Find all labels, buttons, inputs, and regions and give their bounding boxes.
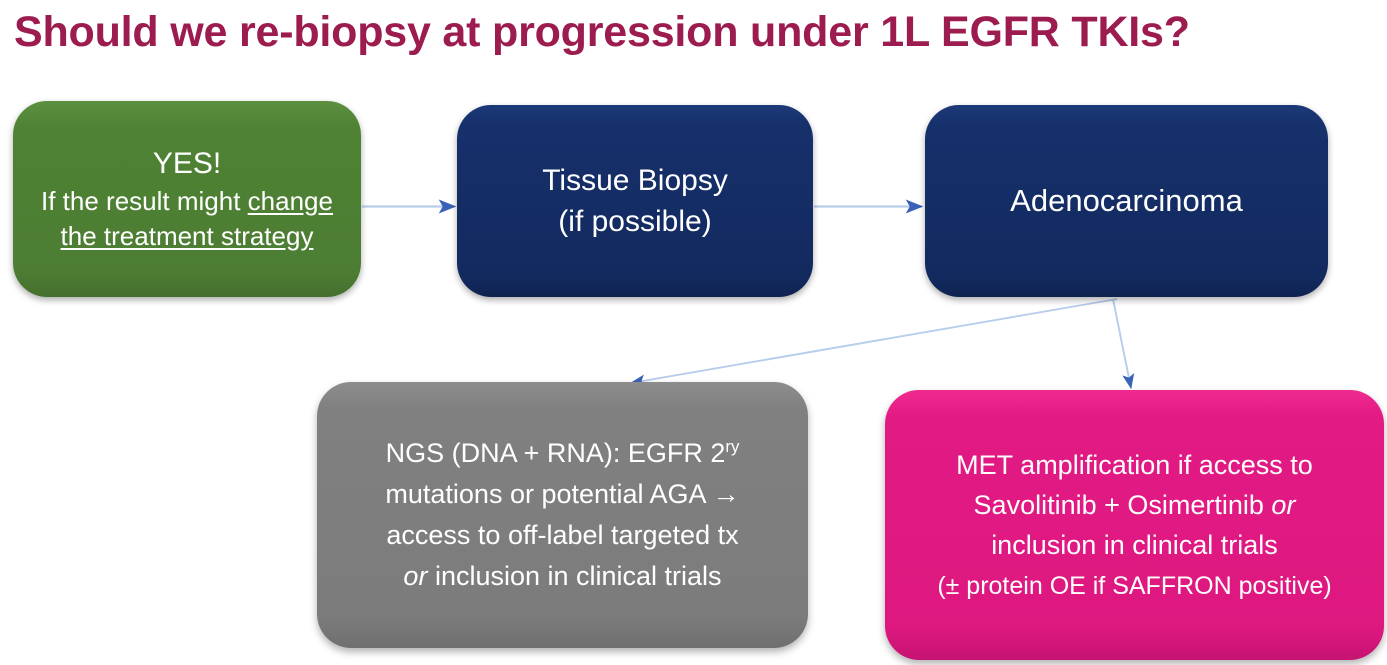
met-amplification-box[interactable]: MET amplification if access to Savolitin… <box>885 390 1384 660</box>
yes-decision-box[interactable]: YES! If the result might change the treat… <box>13 101 361 297</box>
ngs-line-3: access to off-label targeted tx <box>386 520 739 550</box>
ngs-line-1: NGS (DNA + RNA): EGFR 2 <box>385 438 726 468</box>
yes-subtext-underlined-1: change <box>247 186 333 216</box>
yes-subtext: If the result might change the treatment … <box>27 184 347 254</box>
ngs-superscript-ry: ry <box>725 437 740 456</box>
yes-headline: YES! <box>152 147 222 180</box>
tissue-biopsy-line-1: Tissue Biopsy <box>542 164 728 197</box>
ngs-panel-box[interactable]: NGS (DNA + RNA): EGFR 2ry mutations or p… <box>317 382 808 648</box>
met-line-2: Savolitinib + Osimertinib <box>973 489 1272 520</box>
met-line-4: (± protein OE if SAFFRON positive) <box>937 571 1332 600</box>
tissue-biopsy-box[interactable]: Tissue Biopsy (if possible) <box>457 105 813 297</box>
ngs-line-4-italic: or <box>403 561 428 591</box>
yes-decision-text: YES! If the result might change the treat… <box>13 144 361 254</box>
tissue-biopsy-line-2: (if possible) <box>558 205 712 238</box>
adenocarcinoma-box[interactable]: Adenocarcinoma <box>925 105 1328 297</box>
met-line-2-italic: or <box>1271 489 1296 520</box>
yes-subtext-underlined-2: the treatment strategy <box>60 221 314 251</box>
page-title: Should we re-biopsy at progression under… <box>14 8 1190 56</box>
adenocarcinoma-text: Adenocarcinoma <box>1010 183 1243 218</box>
ngs-line-2: mutations or potential AGA → <box>385 479 740 509</box>
met-line-3: inclusion in clinical trials <box>991 529 1278 560</box>
met-amplification-text: MET amplification if access to Savolitin… <box>885 445 1384 606</box>
ngs-panel-text: NGS (DNA + RNA): EGFR 2ry mutations or p… <box>317 433 808 597</box>
tissue-biopsy-text: Tissue Biopsy (if possible) <box>457 160 813 242</box>
yes-subtext-plain: If the result might <box>41 186 248 216</box>
arrow-adenocarcinoma-to-met <box>1112 298 1135 390</box>
met-line-1: MET amplification if access to <box>956 449 1313 480</box>
ngs-line-4-rest: inclusion in clinical trials <box>427 561 722 591</box>
arrow-adenocarcinoma-to-ngs <box>629 298 1118 387</box>
